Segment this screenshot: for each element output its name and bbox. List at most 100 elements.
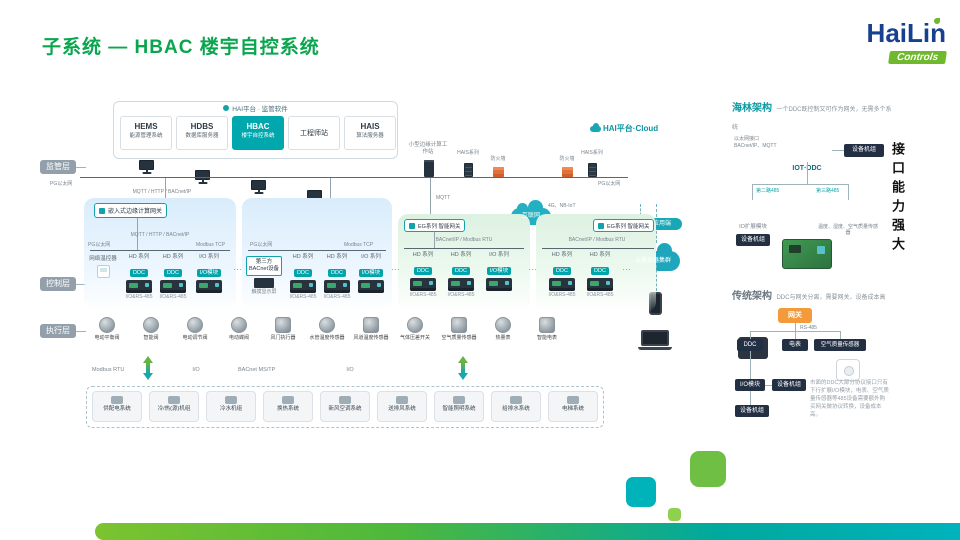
ddc-controller-icon — [549, 278, 575, 291]
connector-line — [795, 331, 796, 339]
app-card-hdbs: HDBS 数据库服务器 — [176, 116, 228, 150]
protocol-label: MQTT / HTTP / BACnet/IP — [132, 189, 192, 195]
subsystem-label: 给排水系统 — [502, 406, 530, 412]
cloud-icon — [590, 122, 601, 132]
hailin-arch-header: 海林架构 一个DDC既控制又可作为网关，无需多个系统 — [732, 98, 892, 134]
layer-tab-supervision: 监管层 — [40, 160, 76, 174]
field-bus-label: Modbus RTU — [92, 367, 125, 373]
field-device-label: 智能电表 — [536, 335, 557, 341]
device-type-badge: I/O模块 — [358, 269, 384, 277]
protocol-label: BACnet/IP / Modbus RTU — [568, 237, 626, 243]
rs485-bus3-label: 第三路485 — [816, 188, 840, 194]
pressure-switch-icon — [407, 317, 423, 333]
device-type-badge: DDC — [591, 267, 609, 275]
ddc-unit: HD 系列 DDC I/O&RS-485 — [122, 254, 156, 301]
cluster-label: 云服务器集群 — [634, 257, 671, 264]
subsystem-icon — [510, 396, 522, 404]
balance-valve-icon — [99, 317, 115, 333]
device-series-label: HD 系列 — [128, 254, 150, 260]
subsystems-container — [86, 386, 604, 428]
region-network-line — [542, 248, 654, 249]
leaf-icon — [934, 18, 940, 24]
device-type-badge: I/O模块 — [196, 269, 222, 277]
field-device-label: 风道温度传感器 — [353, 335, 389, 341]
device-type-badge: DDC — [294, 269, 312, 277]
bus-label: Modbus TCP — [196, 242, 226, 248]
subsystem-icon — [282, 396, 294, 404]
device-port-label: I/O&RS-485 — [323, 294, 351, 300]
connector-line — [76, 167, 86, 168]
subsystem-power: 供配电系统 — [92, 391, 142, 422]
embedded-gateway-box: 嵌入式边缘计算网关 — [94, 203, 168, 218]
ddc-unit: HD 系列 DDC I/O&RS-485 — [406, 252, 440, 299]
laptop-icon — [638, 330, 672, 350]
server-icon — [588, 163, 597, 177]
connector-line — [750, 351, 751, 379]
io-module-icon — [196, 280, 222, 293]
device-port-label: I/O&RS-485 — [409, 292, 437, 298]
app-abbr: HAIS — [360, 122, 380, 131]
monitor-icon — [139, 160, 154, 170]
edge-workstation-label: 小型边缘计算工作站 — [408, 142, 448, 155]
subsystem-heat-exchange: 换热系统 — [263, 391, 313, 422]
ddc-controller-icon — [126, 280, 152, 293]
server-icon — [464, 163, 473, 177]
device-type-badge: DDC — [414, 267, 432, 275]
legacy-arch-title: 传统架构 — [732, 291, 772, 302]
io-module-unit: I/O 系列 I/O模块 — [354, 254, 388, 294]
device-type-badge: DDC — [553, 267, 571, 275]
server-label: HAIS系列 — [581, 150, 603, 156]
legacy-arch-header: 传统架构 DDC与网关分离，需要网关，设备成本高 — [732, 286, 892, 304]
field-device-label: 热量表 — [495, 335, 511, 341]
pg-ethernet-label: PG以太网 — [598, 181, 621, 187]
app-name: 能源管理系统 — [129, 133, 163, 139]
device-type-badge: DDC — [130, 269, 148, 277]
third-party-box: 第三方 BACnet设备 — [246, 256, 282, 276]
laptop-base — [638, 347, 672, 350]
ddc-controller-icon — [410, 278, 436, 291]
device-series-label: HD 系列 — [412, 252, 434, 258]
monitor-icon — [195, 170, 210, 180]
io-module-icon — [358, 280, 384, 293]
field-device: 热量表 — [482, 317, 524, 341]
air-quality-badge: 空气质量传感器 — [814, 339, 866, 351]
subsystem-label: 冷水机组 — [219, 406, 242, 412]
layer-tab-execution: 执行层 — [40, 324, 76, 338]
connector-line — [76, 284, 86, 285]
butterfly-valve-icon — [231, 317, 247, 333]
field-device: 水管温度传感器 — [306, 317, 348, 341]
equipment-unit-badge: 设备机组 — [735, 405, 769, 417]
app-abbr: HDBS — [190, 122, 214, 131]
io-module-badge: I/O模块 — [735, 379, 765, 391]
ethernet-protocol-label: BACnet/IP、MQTT — [734, 143, 777, 149]
app-name: 算法服务器 — [356, 133, 384, 139]
app-card-hais: HAIS 算法服务器 — [344, 116, 396, 150]
subsystem-label: 新风空调系统 — [328, 406, 362, 412]
third-party-device: 第三方 BACnet设备 触摸显示屏 — [246, 256, 282, 295]
workstation-icon — [424, 160, 434, 177]
subsystem-water: 给排水系统 — [491, 391, 541, 422]
gateway-icon — [409, 222, 415, 229]
device-port-label: I/O&RS-485 — [159, 294, 187, 300]
equipment-unit-badge: 设备机组 — [736, 234, 770, 246]
connector-line — [840, 331, 841, 339]
device-series-label: HD 系列 — [589, 252, 611, 258]
field-bus-label: I/O — [192, 367, 200, 373]
subsystem-label: 换热系统 — [276, 406, 299, 412]
equipment-unit-badge: 设备机组 — [772, 379, 806, 391]
app-name: 工程师站 — [300, 129, 328, 137]
subsystem-icon — [396, 396, 408, 404]
device-series-label: I/O 系列 — [199, 254, 219, 260]
connector-line — [765, 385, 772, 386]
decoration-small-square — [668, 508, 681, 521]
pg-ethernet-label: PG以太网 — [250, 242, 273, 248]
device-series-label: HD 系列 — [551, 252, 573, 258]
pipe-temp-sensor-icon — [319, 317, 335, 333]
subsystem-fresh-air: 新风空调系统 — [320, 391, 370, 422]
firewall-icon — [493, 167, 504, 177]
gateway-icon — [99, 207, 105, 214]
hailin-arch-title: 海林架构 — [732, 103, 772, 114]
server-label: HAIS系列 — [457, 150, 479, 156]
app-card-hbac: HBAC 楼宇自控系统 — [232, 116, 284, 150]
